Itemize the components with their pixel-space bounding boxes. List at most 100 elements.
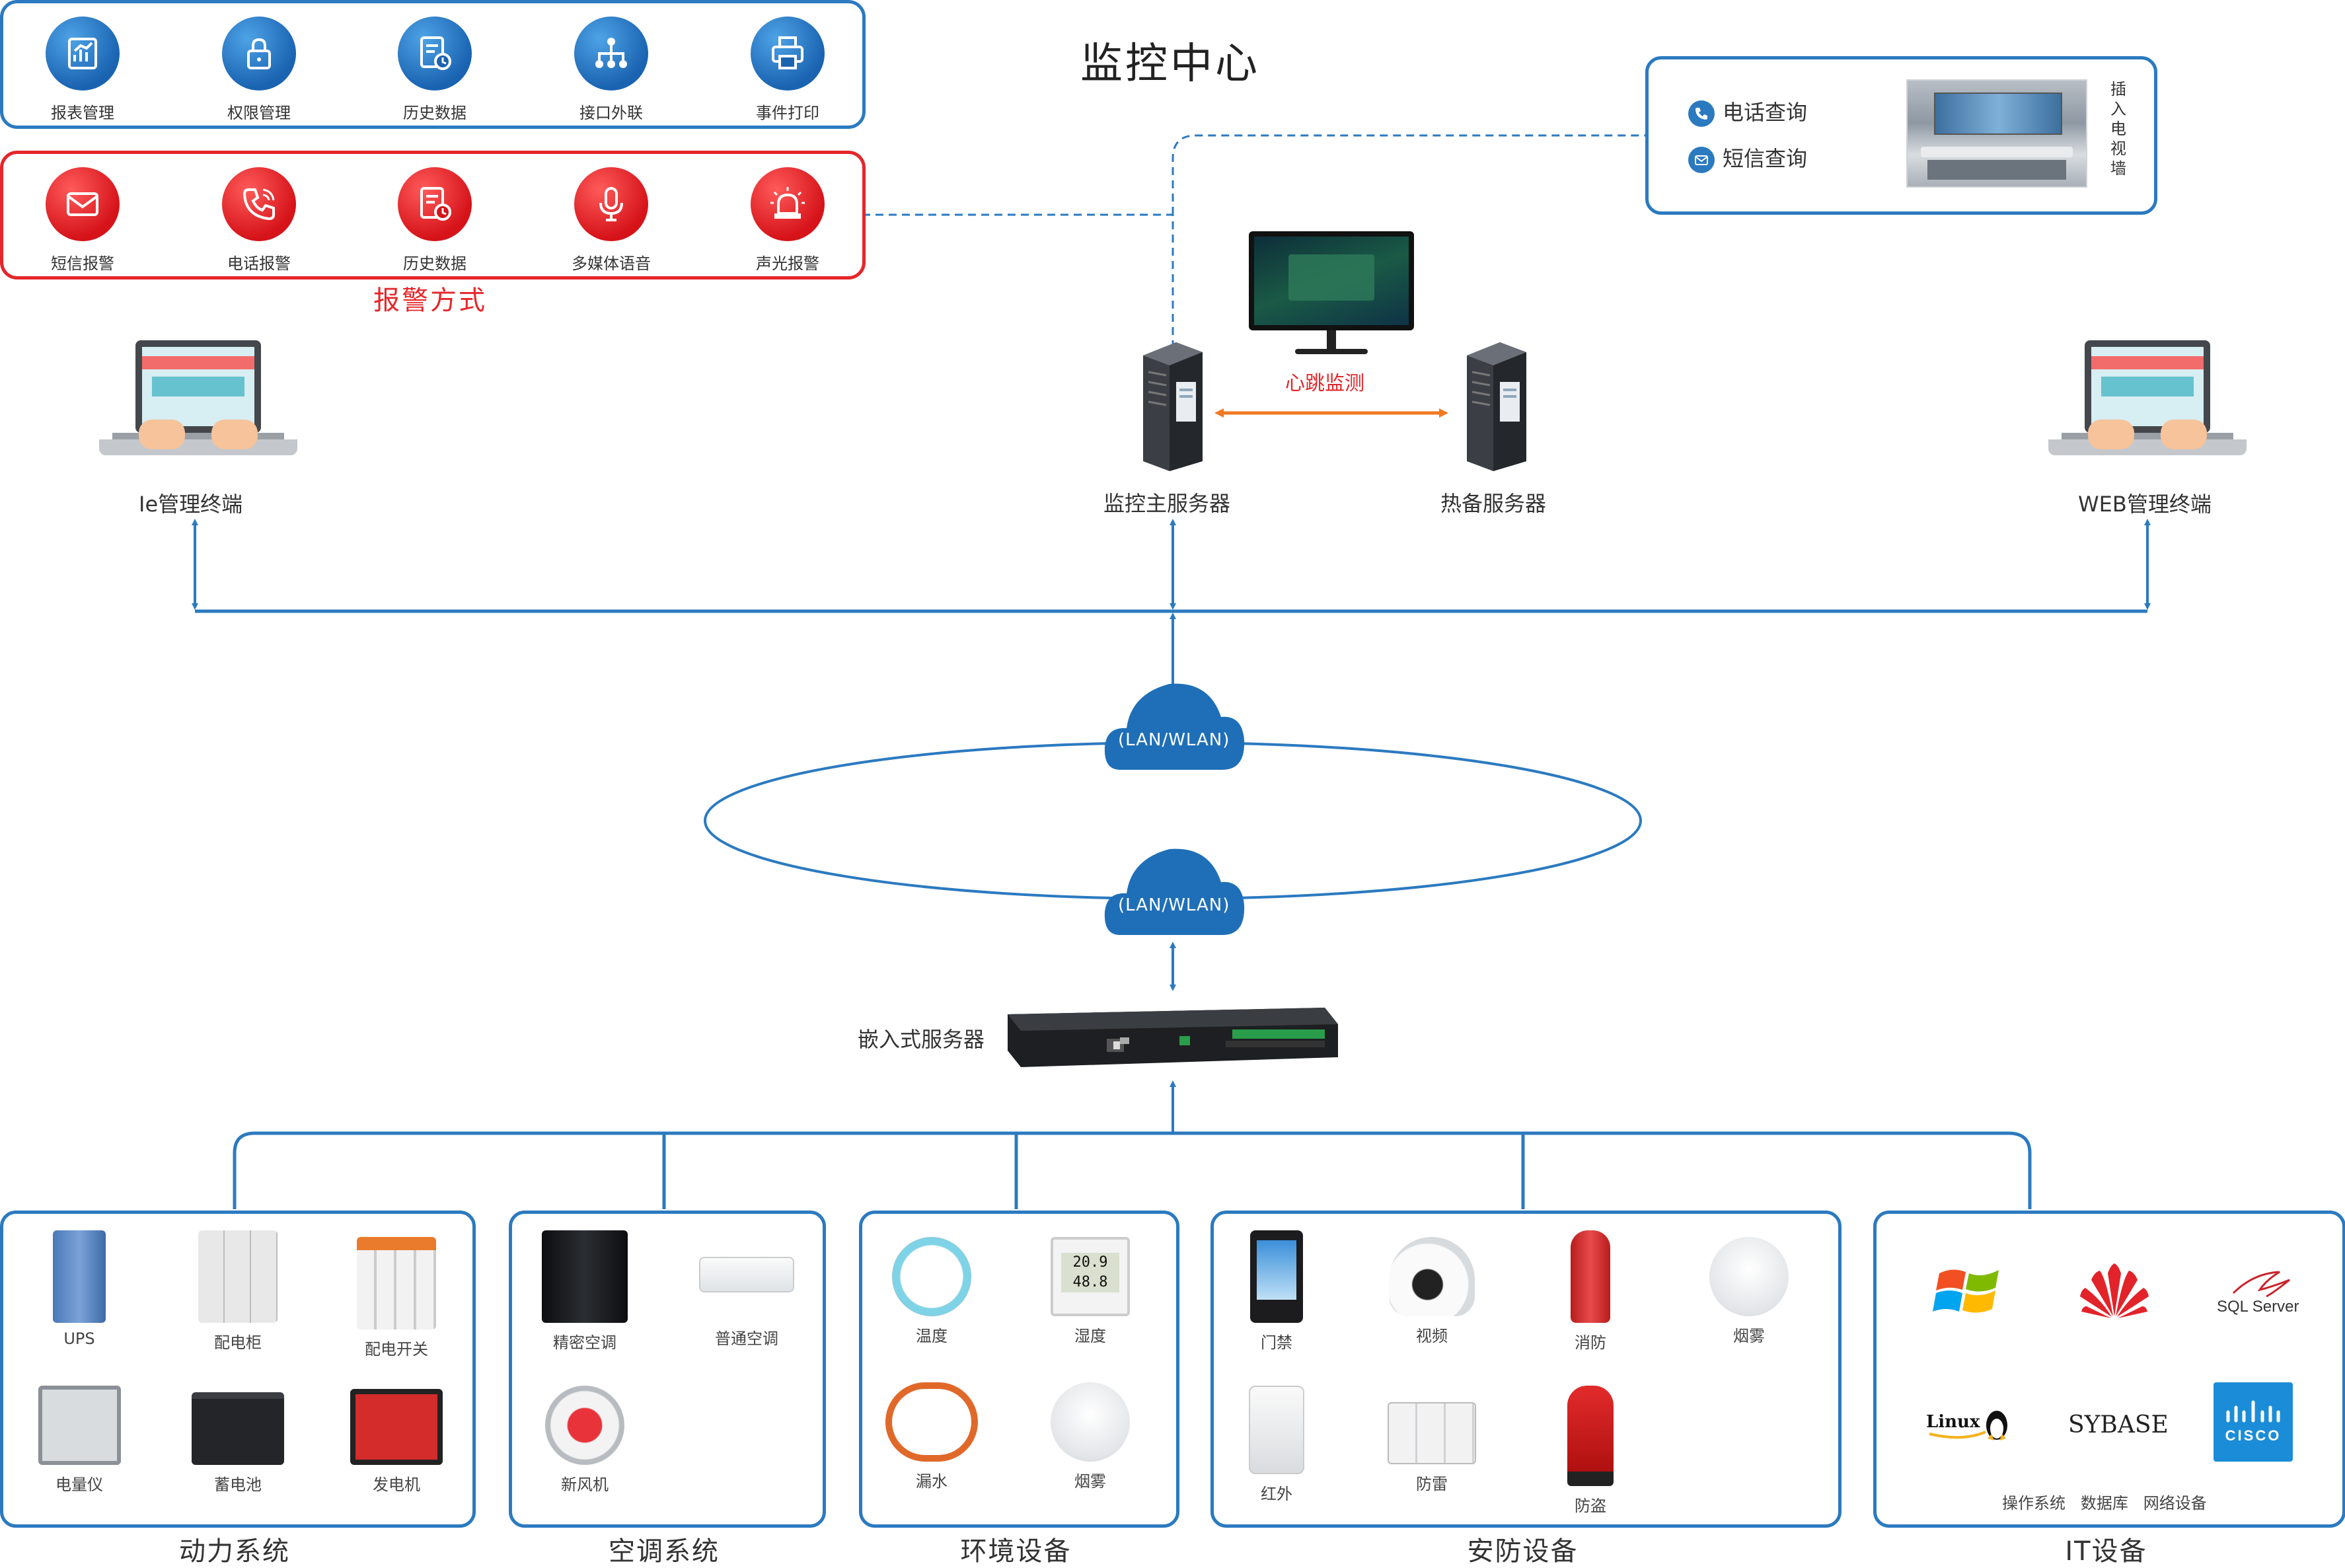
alarm-label: 多媒体语音 <box>572 254 651 273</box>
split-ac-icon <box>699 1257 794 1292</box>
backup-server-icon[interactable] <box>1454 342 1533 471</box>
device-lightning[interactable]: 防雷 <box>1369 1402 1495 1494</box>
cloud-bottom-icon <box>1104 848 1245 935</box>
alarm-item-voice[interactable]: 多媒体语音 <box>555 167 667 274</box>
hvac-system-title: 空调系统 <box>609 1536 720 1567</box>
security-title: 安防设备 <box>1467 1536 1579 1567</box>
generator-icon <box>350 1389 443 1465</box>
smoke-detector-icon <box>1709 1237 1789 1316</box>
alarm-label: 历史数据 <box>403 254 466 273</box>
cisco-logo-icon[interactable]: CISCO <box>2214 1382 2293 1462</box>
mgmt-item-interface[interactable]: 接口外联 <box>555 17 667 123</box>
device-access-control[interactable]: 门禁 <box>1214 1230 1339 1353</box>
device-smoke-env[interactable]: 烟雾 <box>1027 1382 1153 1491</box>
device-distribution-switch[interactable]: 配电开关 <box>334 1237 459 1359</box>
device-video[interactable]: 视频 <box>1369 1237 1495 1346</box>
infrared-sensor-icon <box>1249 1386 1304 1474</box>
device-temperature[interactable]: 温度 <box>869 1237 994 1346</box>
phone-icon <box>1688 100 1715 127</box>
device-fresh-air[interactable]: 新风机 <box>522 1386 648 1495</box>
power-system-box: UPS 配电柜 配电开关 电量仪 蓄电池 发电机 <box>0 1211 476 1528</box>
device-distribution-cabinet[interactable]: 配电柜 <box>175 1230 301 1353</box>
phone-icon <box>222 167 296 241</box>
alarm-label: 电话报警 <box>227 254 291 273</box>
report-chart-icon <box>46 17 120 91</box>
surge-protector-icon <box>1388 1402 1476 1464</box>
alarm-item-history[interactable]: 历史数据 <box>379 167 491 274</box>
microphone-icon <box>574 167 648 241</box>
cabinet-icon <box>198 1230 278 1323</box>
sms-query[interactable]: 短信查询 <box>1688 142 1807 173</box>
mgmt-item-permission[interactable]: 权限管理 <box>203 17 315 123</box>
tv-wall-text: 插入电视墙 <box>2110 80 2126 178</box>
fire-extinguisher-icon <box>1571 1230 1610 1323</box>
mgmt-label: 权限管理 <box>227 104 291 122</box>
alarm-item-sms[interactable]: 短信报警 <box>26 167 139 274</box>
alarm-label: 短信报警 <box>51 254 114 273</box>
access-control-icon <box>1250 1230 1303 1323</box>
phone-query[interactable]: 电话查询 <box>1688 96 1807 127</box>
device-generator[interactable]: 发电机 <box>334 1389 459 1495</box>
huawei-logo-icon[interactable] <box>2075 1260 2154 1320</box>
ie-terminal-laptop-icon[interactable] <box>99 340 297 486</box>
embedded-server-label: 嵌入式服务器 <box>858 1027 985 1052</box>
web-terminal-laptop-icon[interactable] <box>2048 340 2247 486</box>
dashed-link-query <box>1172 134 1645 215</box>
mgmt-label: 事件打印 <box>756 104 819 122</box>
sybase-logo-icon[interactable]: SYBASE <box>2068 1411 2169 1438</box>
windows-logo-icon[interactable] <box>1933 1260 2005 1320</box>
device-smoke-security[interactable]: 烟雾 <box>1686 1237 1812 1346</box>
history-doc-icon <box>398 167 472 241</box>
cisco-text: CISCO <box>2225 1427 2282 1444</box>
sql-server-logo-icon[interactable]: SQL Server <box>2207 1267 2313 1320</box>
main-server-label: 监控主服务器 <box>1103 491 1231 516</box>
precision-ac-icon <box>542 1230 628 1323</box>
device-infrared[interactable]: 红外 <box>1214 1386 1339 1504</box>
device-anti-theft[interactable]: 防盗 <box>1528 1386 1653 1516</box>
device-water-leak[interactable]: 漏水 <box>869 1382 994 1491</box>
history-doc-icon <box>398 17 472 91</box>
fan-icon <box>545 1386 624 1465</box>
siren-icon <box>751 167 825 241</box>
monitor-display-icon <box>1249 231 1414 360</box>
alarm-light-icon <box>1567 1386 1614 1486</box>
mgmt-label: 接口外联 <box>579 104 643 122</box>
mgmt-label: 报表管理 <box>51 104 114 122</box>
battery-icon <box>192 1392 284 1465</box>
sms-query-label: 短信查询 <box>1723 146 1808 171</box>
hvac-system-box: 精密空调 普通空调 新风机 <box>509 1211 826 1528</box>
device-ups[interactable]: UPS <box>17 1230 142 1348</box>
lock-icon <box>222 17 296 91</box>
device-fire[interactable]: 消防 <box>1528 1230 1653 1353</box>
embedded-server-icon[interactable] <box>1008 998 1338 1074</box>
alarm-item-siren[interactable]: 声光报警 <box>731 167 844 274</box>
alarm-item-phone[interactable]: 电话报警 <box>203 167 315 274</box>
envelope-icon <box>46 167 120 241</box>
linux-text: Linux <box>1926 1412 1980 1432</box>
dome-camera-icon <box>1389 1237 1475 1316</box>
backup-server-label: 热备服务器 <box>1440 491 1547 516</box>
mgmt-item-report[interactable]: 报表管理 <box>26 17 139 123</box>
page-title: 监控中心 <box>1080 40 1260 89</box>
power-system-title: 动力系统 <box>179 1536 290 1567</box>
linux-logo-icon[interactable]: Linux <box>1923 1402 2015 1448</box>
envelope-icon <box>1688 147 1715 173</box>
device-normal-ac[interactable]: 普通空调 <box>684 1257 809 1349</box>
ups-icon <box>53 1230 106 1323</box>
alarm-title: 报警方式 <box>373 285 487 316</box>
query-box: 电话查询 短信查询 插入电视墙 <box>1645 56 2157 215</box>
device-power-meter[interactable]: 电量仪 <box>17 1386 142 1495</box>
cloud-top-icon <box>1104 683 1245 770</box>
it-caption: 操作系统 数据库 网络设备 <box>2002 1494 2207 1512</box>
device-precision-ac[interactable]: 精密空调 <box>522 1230 648 1353</box>
ie-terminal-label: Ie管理终端 <box>139 492 243 517</box>
mgmt-item-print[interactable]: 事件打印 <box>731 17 844 123</box>
main-server-icon[interactable] <box>1130 342 1209 471</box>
mgmt-item-history[interactable]: 历史数据 <box>379 17 491 123</box>
breaker-icon <box>357 1237 436 1329</box>
sql-server-text: SQL Server <box>2217 1298 2299 1316</box>
device-battery[interactable]: 蓄电池 <box>175 1392 301 1495</box>
